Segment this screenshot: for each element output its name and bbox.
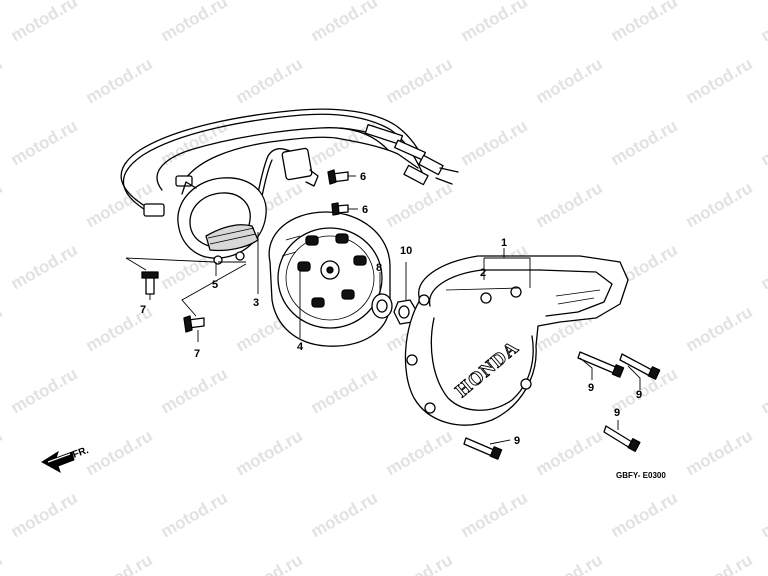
callout-9-b: 9	[636, 389, 642, 401]
diagram-code: GBFY- E0300	[616, 471, 666, 480]
callout-2: 2	[480, 267, 486, 279]
callout-1: 1	[501, 237, 507, 249]
front-direction-label: FR.	[71, 445, 90, 461]
callout-6-upper: 6	[360, 171, 366, 183]
callout-3: 3	[253, 297, 259, 309]
leader-lines	[125, 175, 641, 445]
front-direction-arrow-icon	[41, 450, 75, 474]
callout-10: 10	[400, 245, 412, 257]
watermark-text: motod.ru	[0, 550, 6, 576]
callout-6-lower: 6	[362, 204, 368, 216]
callout-9-c: 9	[614, 407, 620, 419]
bolt-9-d	[463, 437, 503, 460]
flange-nut	[393, 299, 417, 325]
callout-9-a: 9	[588, 382, 594, 394]
bolt-9-b	[619, 353, 661, 380]
wire-harness	[120, 108, 459, 224]
callout-numbers: 1 2 3 4 5 6 6 7 7 8 10 9 9 9 9	[140, 171, 642, 447]
callout-8: 8	[376, 262, 382, 274]
flywheel	[268, 211, 391, 347]
front-direction-indicator: FR.	[41, 445, 90, 474]
callout-4: 4	[297, 341, 304, 353]
bolt-9-a	[577, 351, 625, 378]
washer	[371, 293, 393, 319]
callout-5: 5	[212, 279, 218, 291]
bolt-7-upper	[141, 271, 159, 295]
bolt-7-lower	[183, 315, 205, 333]
bolt-9-c	[603, 425, 641, 452]
callout-7-upper: 7	[140, 304, 146, 316]
bolt-6-lower	[331, 202, 349, 216]
callout-9-d: 9	[514, 435, 520, 447]
bolt-6-upper	[327, 169, 349, 185]
left-crankcase-cover: HONDA	[404, 255, 629, 426]
stator-assembly	[177, 177, 267, 265]
callout-7-lower: 7	[194, 348, 200, 360]
